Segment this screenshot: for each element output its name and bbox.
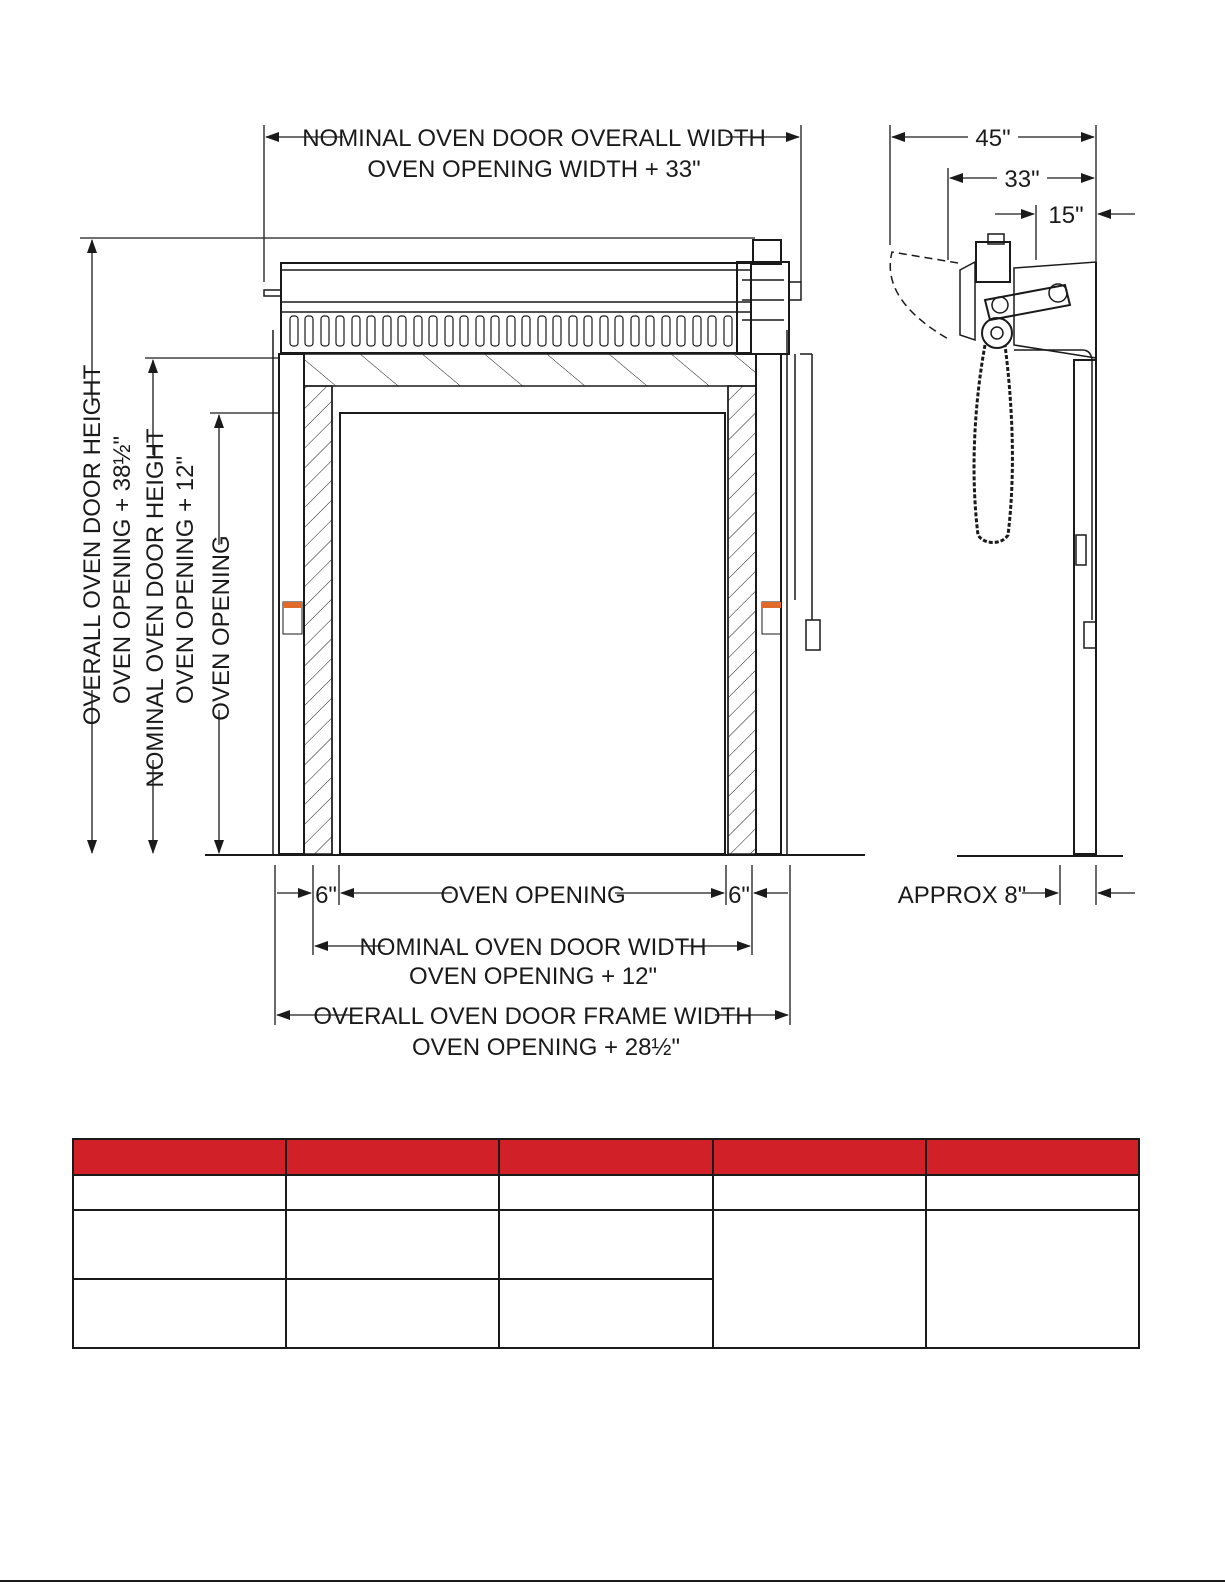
bottom-offset-label: APPROX 8" [898,882,1027,909]
side-motor [975,241,1011,283]
left-6-inch-label: 6" [315,882,337,909]
overall-height-label-line1: OVERALL OVEN DOOR HEIGHT [79,364,106,725]
front-view [205,239,865,856]
lintel [303,353,757,387]
warning-label-left [282,601,303,635]
side-view [889,233,1123,857]
oven-opening [339,412,726,855]
table-row [71,1174,1141,1211]
front-dimensions [80,125,802,1025]
table-header-cell [711,1138,927,1176]
hand-chain [972,344,1014,544]
side-housing [1013,261,1097,359]
table-cell [498,1278,714,1349]
depth-mid-label: 33" [1004,166,1039,193]
nominal-height-label-line2: OVEN OPENING + 12" [172,456,199,704]
control-pendant [805,619,821,651]
table-cell [711,1174,927,1211]
spec-table [71,1138,1141,1349]
overall-height-label-line2: OVEN OPENING + 38½" [109,436,136,704]
right-6-inch-label: 6" [728,882,750,909]
motor-unit [736,261,790,355]
table-cell [285,1209,501,1280]
header-housing [280,262,752,354]
table-header-cell [498,1138,714,1176]
opening-height-label: OVEN OPENING [208,535,235,720]
left-jamb [303,385,333,855]
page-bottom-rule [0,1580,1225,1582]
table-cell [71,1278,288,1349]
right-jamb [727,385,757,855]
table-row [71,1209,1141,1349]
opening-width-label: OVEN OPENING [440,882,625,909]
table-cell [71,1174,288,1211]
chain-sprocket [981,317,1013,349]
warning-label-right [761,601,782,635]
table-header-row [71,1138,1141,1176]
front-labels: NOMINAL OVEN DOOR OVERALL WIDTH OVEN OPE… [79,125,766,1061]
side-labels: 45" 33" 15" APPROX 8" [898,125,1084,909]
table-cell [498,1209,714,1280]
nominal-width-label-line2: OVEN OPENING + 12" [409,963,657,990]
table-cell [71,1209,288,1280]
side-dimensions [889,125,1135,905]
table-cell [924,1209,1141,1349]
table-cell [285,1174,501,1211]
oven-door-drawing: NOMINAL OVEN DOOR OVERALL WIDTH OVEN OPE… [79,125,1135,1061]
top-width-label-line2: OVEN OPENING WIDTH + 33" [367,156,700,183]
nominal-height-label-line1: NOMINAL OVEN DOOR HEIGHT [142,428,169,787]
frame-width-label-line2: OVEN OPENING + 28½" [412,1034,680,1061]
table-header-cell [285,1138,501,1176]
table-header-cell [924,1138,1141,1176]
table-cell [285,1278,501,1349]
table-row [71,1278,1139,1349]
table-cell [924,1174,1141,1211]
vent-slots [289,315,733,347]
table-header-cell [71,1138,288,1176]
table-cell [498,1174,714,1211]
nominal-width-label-line1: NOMINAL OVEN DOOR WIDTH [359,934,706,961]
top-width-label-line1: NOMINAL OVEN DOOR OVERALL WIDTH [302,125,766,152]
table-cell [711,1209,927,1349]
depth-wall-label: 15" [1048,202,1083,229]
depth-overall-label: 45" [975,125,1010,152]
frame-width-label-line1: OVERALL OVEN DOOR FRAME WIDTH [313,1003,752,1030]
